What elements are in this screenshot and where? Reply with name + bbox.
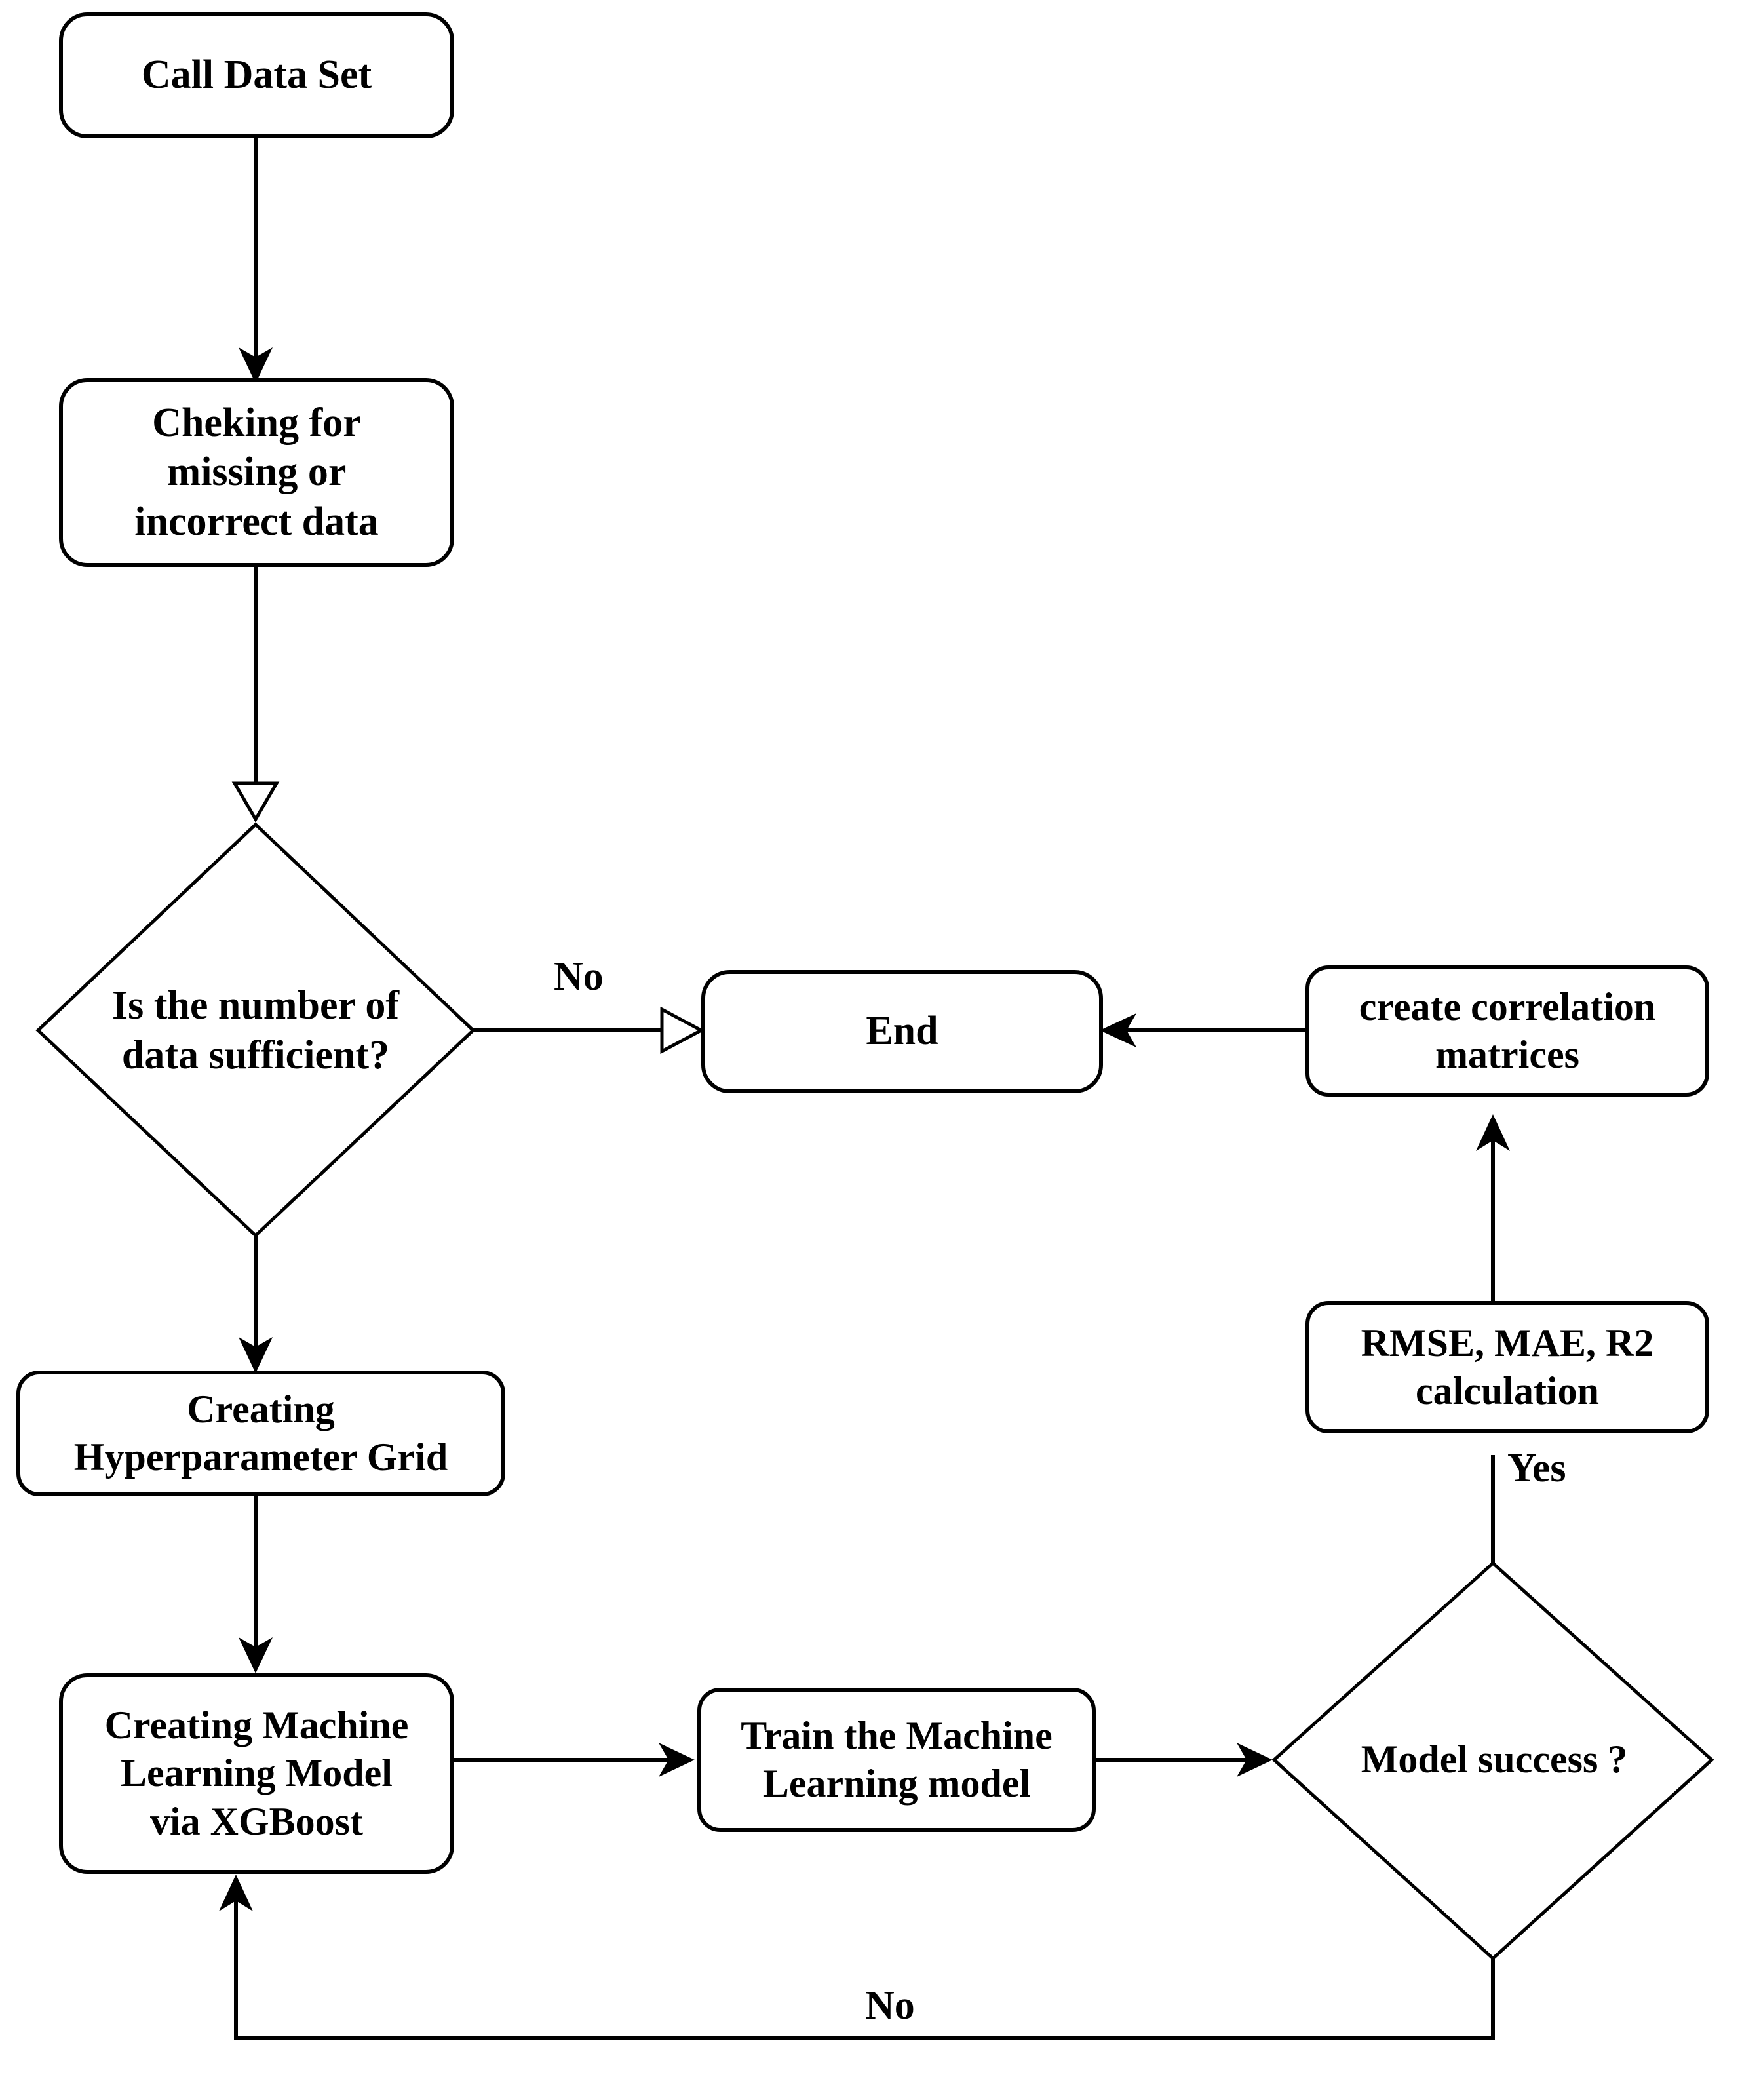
arrowhead-checking-to-datasufficient xyxy=(231,781,280,823)
arrowhead-hypergrid-to-mlmodel xyxy=(239,1637,273,1673)
edge-modelsuccess-no-loop xyxy=(234,1894,1495,2040)
node-create-correlation-matrices[interactable] xyxy=(1305,965,1709,1097)
node-metrics-calculation[interactable] xyxy=(1305,1301,1709,1433)
arrowhead-datasufficient-to-end xyxy=(660,1006,705,1055)
arrowhead-calldataset-to-checking xyxy=(239,347,273,383)
arrowhead-mlmodel-to-train xyxy=(659,1743,695,1777)
arrowhead-modelsuccess-no-loop xyxy=(219,1875,253,1911)
node-call-data-set[interactable] xyxy=(59,12,454,138)
arrowhead-metrics-to-correlation xyxy=(1476,1114,1510,1151)
arrowhead-datasufficient-to-hypergrid xyxy=(239,1337,273,1373)
node-creating-ml-model[interactable] xyxy=(59,1673,454,1874)
node-model-success[interactable] xyxy=(1271,1561,1714,1961)
node-train-ml-model[interactable] xyxy=(697,1688,1096,1832)
arrowhead-correlation-to-end xyxy=(1100,1013,1136,1047)
node-data-sufficient[interactable] xyxy=(35,822,476,1238)
node-checking-data[interactable] xyxy=(59,378,454,567)
node-end[interactable] xyxy=(701,970,1103,1093)
arrowhead-train-to-modelsuccess xyxy=(1237,1743,1273,1777)
node-creating-hyperparameter-grid[interactable] xyxy=(16,1371,505,1496)
